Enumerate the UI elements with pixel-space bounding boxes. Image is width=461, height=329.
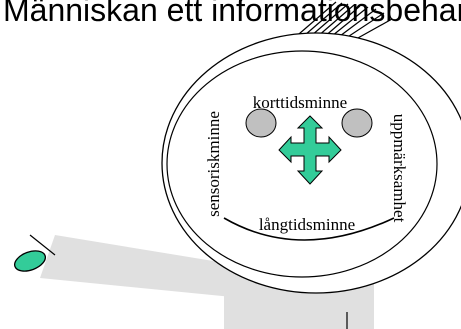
memory-oval-right xyxy=(341,108,373,138)
label-sensory-memory: sensoriskminne xyxy=(204,111,223,217)
finger-line xyxy=(29,234,56,256)
brain-outline xyxy=(166,50,438,278)
hand xyxy=(14,250,46,272)
diagram-title: Människan ett informationsbehandlande sy… xyxy=(3,0,461,28)
arm xyxy=(40,235,268,300)
label-short-term-memory: korttidsminne xyxy=(253,93,347,112)
label-attention: uppmärksamhet xyxy=(390,114,409,223)
four-way-arrow-icon xyxy=(278,115,342,185)
long-term-memory-arc xyxy=(223,217,395,241)
label-long-term-memory: långtidsminne xyxy=(259,215,355,234)
memory-oval-left xyxy=(245,108,277,138)
